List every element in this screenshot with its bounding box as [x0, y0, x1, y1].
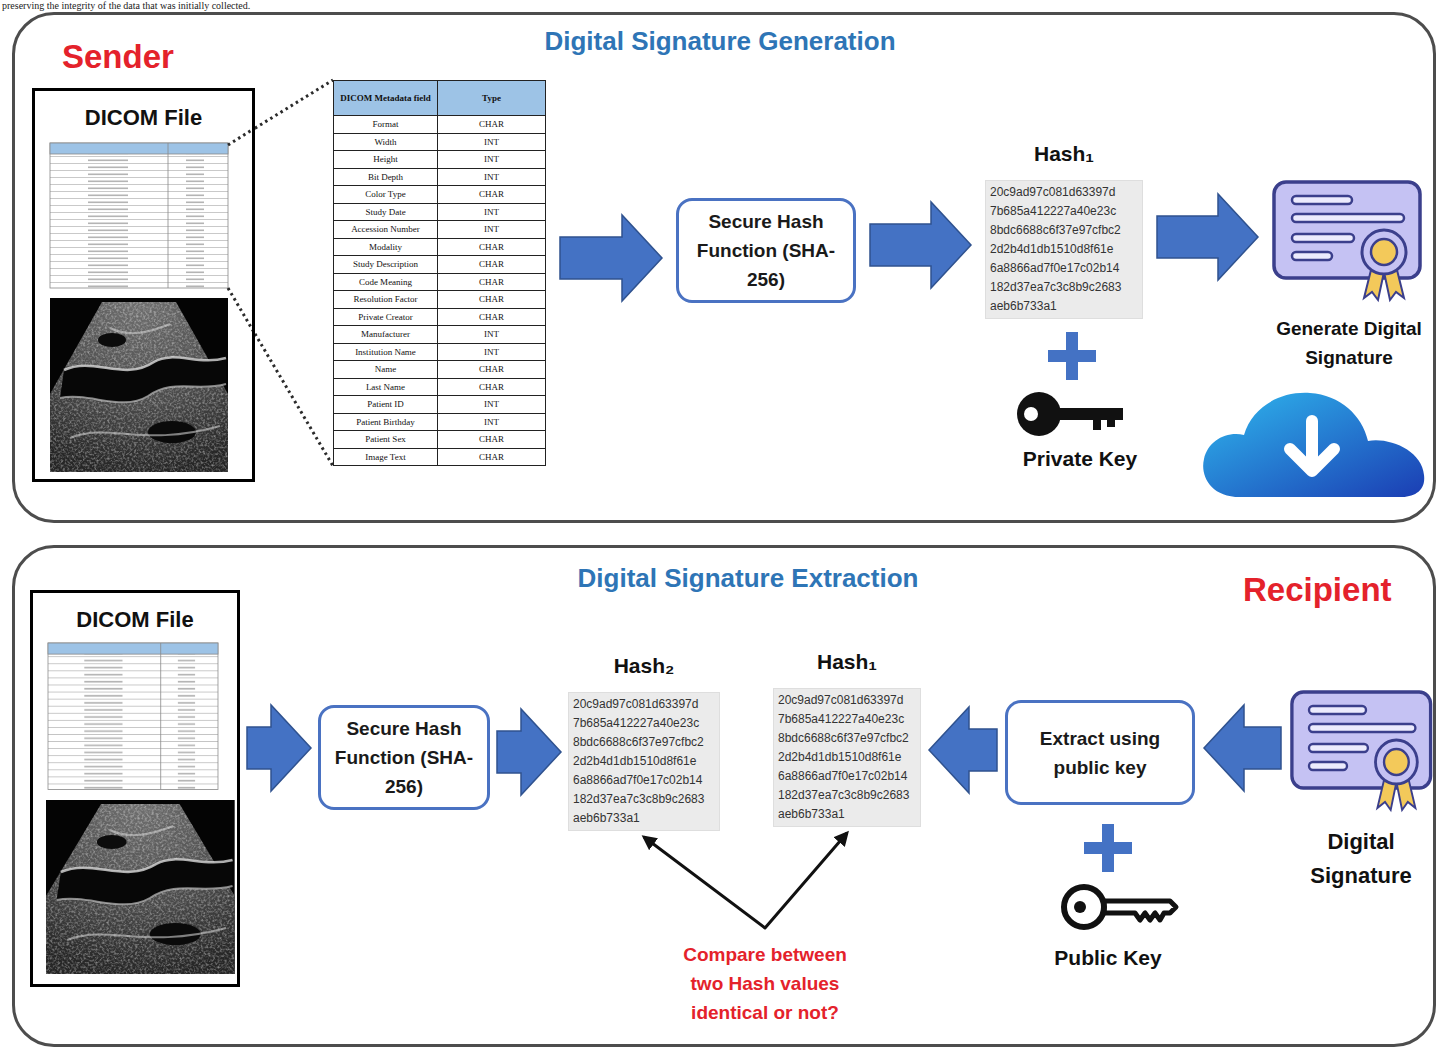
role-heading: Recipient: [1243, 571, 1392, 609]
hash-value: 20c9ad97c081d63397d 7b685a412227a40e23c …: [778, 691, 909, 824]
table-cell: Height: [334, 151, 438, 169]
process-label: Secure Hash Function (SHA-256): [331, 714, 477, 801]
table-cell: Patient ID: [334, 396, 438, 414]
dicom-file-box: DICOM File: [30, 590, 240, 987]
cloud-download-icon: [1203, 393, 1424, 497]
table-cell: Private Creator: [334, 309, 438, 327]
panel-heading: Digital Signature Generation: [544, 26, 895, 56]
table-cell: Code Meaning: [334, 274, 438, 292]
extract-box: Extract using public key: [1005, 700, 1195, 805]
table-cell: CHAR: [438, 239, 546, 257]
block-arrow: [560, 215, 662, 301]
role-heading: Sender: [62, 38, 174, 76]
certificate-icon: [1292, 692, 1431, 810]
icon-caption: Digital Signature: [1286, 825, 1436, 893]
compare-arrow: [644, 833, 847, 928]
key-label: Public Key: [1054, 945, 1161, 971]
table-cell: Type: [438, 81, 546, 116]
signature-certificate: Digital Signature: [1290, 690, 1432, 815]
plus-sign: [1048, 332, 1096, 380]
sender-panel: Sender Digital Signature GenerationDICOM …: [12, 12, 1436, 523]
hash-value-box: Hash₁20c9ad97c081d63397d 7b685a412227a40…: [773, 688, 921, 827]
zoom-line: [228, 288, 255, 334]
hash-heading: Hash₁: [1034, 141, 1094, 167]
key-label: Private Key: [1023, 446, 1137, 472]
block-arrow: [1204, 705, 1281, 791]
table-cell: DICOM Metadata field: [334, 81, 438, 116]
hash-function-box: Secure Hash Function (SHA-256): [318, 705, 490, 810]
mini-table: [48, 643, 218, 789]
table-cell: Study Description: [334, 256, 438, 274]
table-cell: INT: [438, 134, 546, 152]
table-cell: INT: [438, 221, 546, 239]
table-cell: Name: [334, 361, 438, 379]
zoom-line: [255, 334, 333, 466]
table-cell: Study Date: [334, 204, 438, 222]
table-cell: Image Text: [334, 449, 438, 467]
mini-table: [50, 143, 228, 288]
box-title: DICOM File: [33, 607, 237, 633]
table-cell: INT: [438, 344, 546, 362]
block-arrow: [929, 707, 997, 793]
zoom-line: [228, 128, 255, 145]
block-arrow: [1157, 194, 1258, 280]
table-cell: INT: [438, 326, 546, 344]
table-cell: Color Type: [334, 186, 438, 204]
table-cell: Bit Depth: [334, 169, 438, 187]
table-cell: Last Name: [334, 379, 438, 397]
metadata-table: DICOM Metadata fieldTypeFormatCHARWidthI…: [333, 80, 546, 466]
ultrasound-image: [46, 800, 235, 974]
table-cell: Manufacturer: [334, 326, 438, 344]
hash-value-box: Hash₂20c9ad97c081d63397d 7b685a412227a40…: [568, 692, 720, 831]
table-cell: INT: [438, 204, 546, 222]
edge-label: Compare between two Hash values identica…: [673, 940, 858, 1027]
process-label: Extract using public key: [1018, 724, 1182, 782]
table-cell: CHAR: [438, 274, 546, 292]
box-title: DICOM File: [35, 105, 252, 131]
public-key-icon: [1064, 887, 1176, 927]
hash-value: 20c9ad97c081d63397d 7b685a412227a40e23c …: [990, 183, 1121, 316]
table-cell: Format: [334, 116, 438, 134]
hash-value-box: Hash₁20c9ad97c081d63397d 7b685a412227a40…: [985, 180, 1143, 319]
panel-heading: Digital Signature Extraction: [578, 563, 919, 593]
table-cell: Accession Number: [334, 221, 438, 239]
block-arrow: [870, 202, 971, 288]
table-cell: CHAR: [438, 291, 546, 309]
hash-heading: Hash₁: [817, 649, 877, 675]
table-cell: CHAR: [438, 256, 546, 274]
body-text: preserving the integrity of the data tha…: [2, 0, 250, 11]
icon-caption: Generate Digital Signature: [1261, 314, 1437, 372]
ultrasound-image: [50, 298, 228, 472]
table-cell: Width: [334, 134, 438, 152]
hash-heading: Hash₂: [614, 653, 675, 679]
certificate-icon: [1274, 182, 1420, 300]
table-cell: INT: [438, 151, 546, 169]
table-cell: INT: [438, 396, 546, 414]
table-cell: Institution Name: [334, 344, 438, 362]
block-arrow: [497, 709, 561, 795]
dicom-file-box: DICOM File: [32, 88, 255, 482]
table-cell: Patient Birthday: [334, 414, 438, 432]
table-cell: CHAR: [438, 116, 546, 134]
process-label: Secure Hash Function (SHA-256): [689, 207, 843, 294]
table-cell: CHAR: [438, 449, 546, 467]
table-cell: Resolution Factor: [334, 291, 438, 309]
plus-sign: [1084, 824, 1132, 872]
table-cell: CHAR: [438, 309, 546, 327]
table-cell: INT: [438, 414, 546, 432]
table-cell: Patient Sex: [334, 431, 438, 449]
table-cell: CHAR: [438, 431, 546, 449]
signature-certificate: Generate Digital Signature: [1272, 180, 1426, 302]
hash-value: 20c9ad97c081d63397d 7b685a412227a40e23c …: [573, 695, 704, 828]
table-cell: CHAR: [438, 186, 546, 204]
zoom-line: [255, 80, 333, 128]
table-cell: CHAR: [438, 379, 546, 397]
private-key-icon: [1017, 392, 1123, 436]
hash-function-box: Secure Hash Function (SHA-256): [676, 198, 856, 303]
table-cell: Modality: [334, 239, 438, 257]
block-arrow: [247, 705, 311, 791]
table-cell: CHAR: [438, 361, 546, 379]
table-cell: INT: [438, 169, 546, 187]
